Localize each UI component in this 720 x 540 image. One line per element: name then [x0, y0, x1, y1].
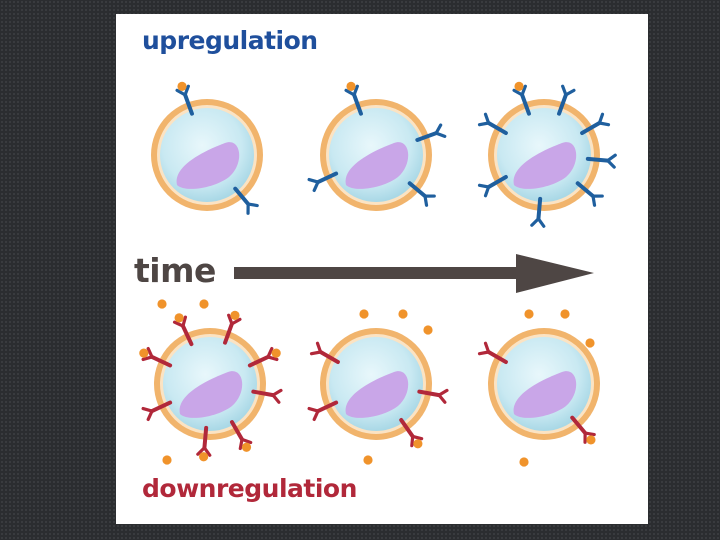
ligand-dot-icon — [162, 455, 171, 464]
ligand-dot-icon — [519, 457, 528, 466]
ligand-dot-icon — [560, 309, 569, 318]
ligand-dot-icon — [363, 455, 372, 464]
ligand-dot-icon — [199, 452, 208, 461]
time-label: time — [134, 251, 216, 290]
ligand-dot-icon — [199, 299, 208, 308]
ligand-dot-icon — [346, 82, 355, 91]
ligand-dot-icon — [175, 313, 184, 322]
upregulation-cells — [151, 82, 615, 226]
downregulation-cells — [139, 311, 600, 462]
downregulation-label: downregulation — [142, 474, 357, 503]
ligand-dot-icon — [585, 338, 594, 347]
ligand-dot-icon — [177, 82, 186, 91]
upregulation-label: upregulation — [142, 26, 318, 55]
ligand-dot-icon — [524, 309, 533, 318]
ligand-dot-icon — [230, 311, 239, 320]
down-cell-1 — [139, 311, 281, 462]
down-cell-2 — [309, 328, 447, 448]
ligand-dot-icon — [157, 299, 166, 308]
ligand-dot-icon — [398, 309, 407, 318]
ligand-dot-icon — [139, 349, 148, 358]
up-cell-1 — [151, 82, 263, 213]
time-arrow-icon — [234, 254, 594, 293]
up-cell-3 — [480, 82, 616, 226]
ligand-dot-icon — [586, 435, 595, 444]
down-cell-3 — [480, 328, 600, 445]
ligand-dot-icon — [359, 309, 368, 318]
ligand-dot-icon — [514, 82, 523, 91]
ligand-dot-icon — [272, 349, 281, 358]
ligand-dot-icon — [413, 439, 422, 448]
ligand-dot-icon — [423, 325, 432, 334]
up-cell-2 — [309, 82, 445, 211]
ligand-dot-icon — [242, 443, 251, 452]
